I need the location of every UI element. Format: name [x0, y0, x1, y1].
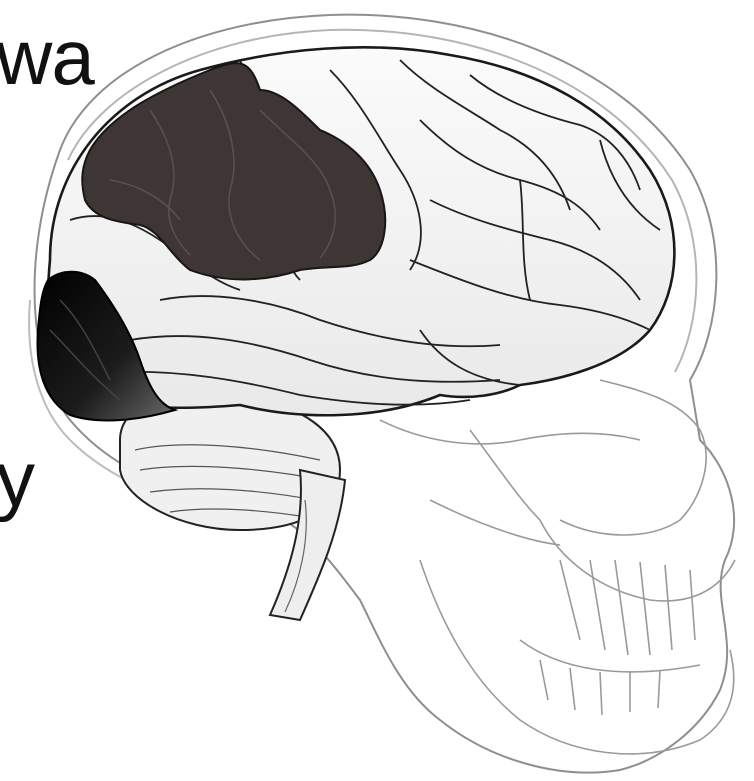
jaw-and-teeth: [380, 380, 735, 754]
partial-text-middle: y: [0, 440, 34, 518]
partial-text-top: wa: [0, 18, 94, 96]
